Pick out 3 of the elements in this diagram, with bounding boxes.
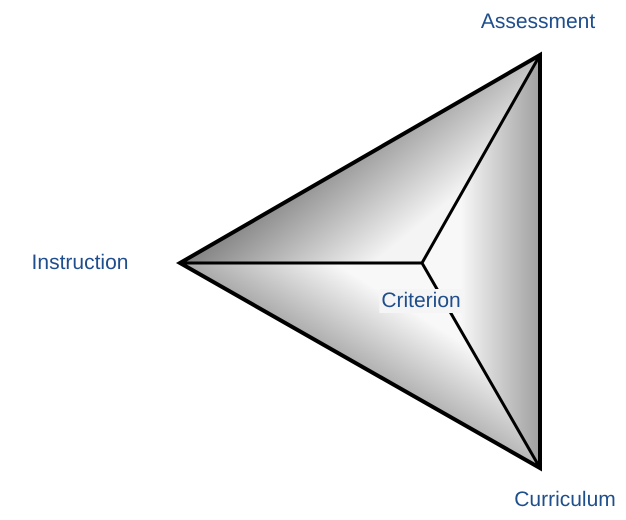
vertex-label: Instruction — [30, 251, 130, 275]
vertex-label: Assessment — [480, 10, 596, 34]
vertex-label: Curriculum — [513, 488, 617, 512]
